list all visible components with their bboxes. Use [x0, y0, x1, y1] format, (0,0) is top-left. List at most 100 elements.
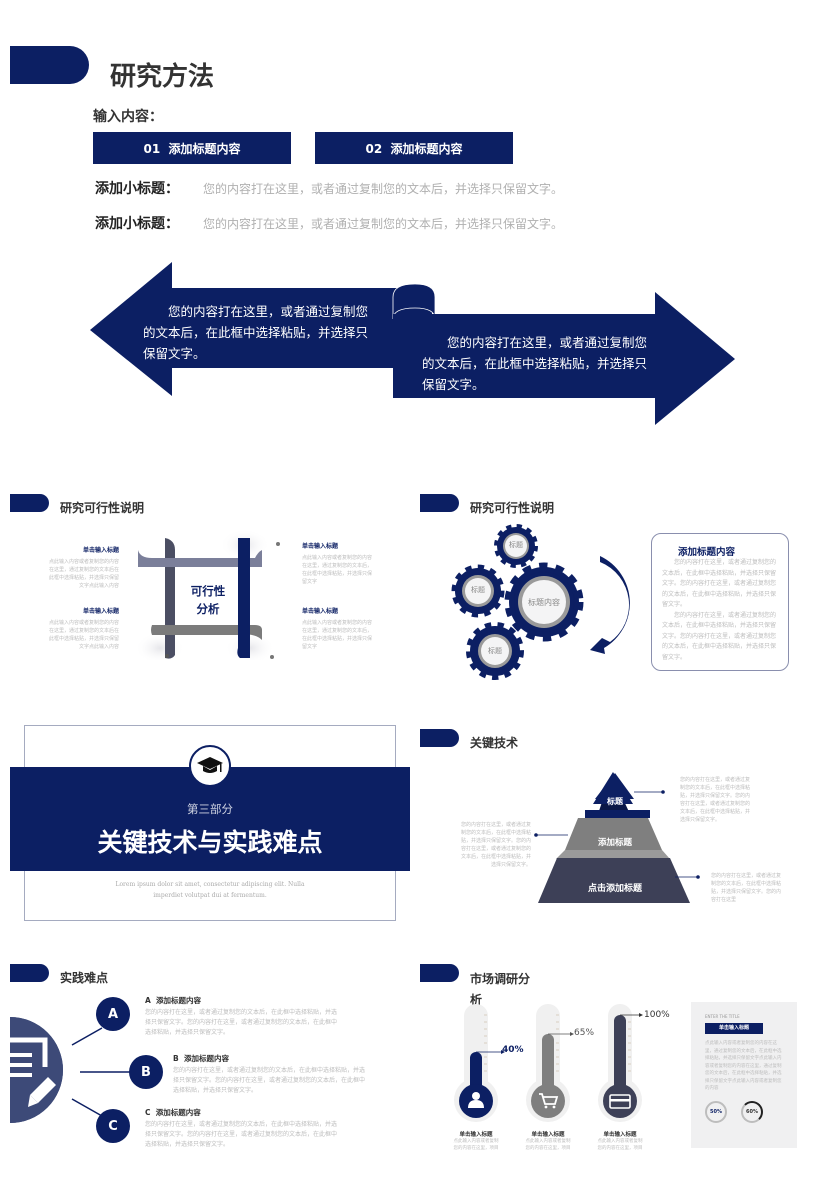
- section-tab-marker: [420, 729, 459, 747]
- pyramid-chart: [534, 772, 700, 903]
- thermometer-caption: 单击输入标题 点此输入内容或者复制您的内容在这里，项目: [452, 1130, 500, 1152]
- lorem-line-2: imperdiet volutpat dui at fermentum.: [153, 892, 267, 899]
- part-label: 第三部分: [187, 802, 233, 816]
- arrow-left-text: 您的内容打在这里，或者通过复制您的文本后，在此框中选择粘贴，并选择只保留文字。: [143, 304, 369, 361]
- thermometer-value: 65%: [574, 1028, 595, 1038]
- thermometer-caption: 单击输入标题 点此输入内容或者复制您的内容在这里，项目: [596, 1130, 644, 1152]
- section-tab-marker: [10, 964, 49, 982]
- caption-text: 点此输入内容或者复制您的内容在这里，项目: [525, 1139, 571, 1151]
- section-tab-marker: [420, 494, 459, 512]
- thermometer-caption: 单击输入标题 点此输入内容或者复制您的内容在这里，项目: [524, 1130, 572, 1152]
- difficulty-heading: C 添加标题内容: [145, 1108, 201, 1117]
- section-title: 市场调研分 析: [470, 969, 530, 1011]
- subtitle-text: 您的内容打在这里，或者通过复制您的文本后，并选择只保留文字。: [203, 216, 564, 231]
- pyramid-level-label: 添加标题: [597, 838, 632, 848]
- section-tab-marker: [10, 46, 89, 84]
- caption-heading: 单击输入标题: [531, 1132, 565, 1138]
- double-arrow-ribbon: [90, 262, 735, 425]
- cycle-arrow-icon: [590, 556, 630, 654]
- section-tab-marker: [10, 494, 49, 512]
- graduation-cap-icon: [197, 757, 223, 773]
- panel-text: 点此输入内容或者复制您的内容在这里，通过复制您的文本后，在此框中选择粘贴，并选择…: [705, 1041, 782, 1091]
- arrow-right-text: 您的内容打在这里，或者通过复制您的文本后，在此框中选择粘贴，并选择只保留文字。: [422, 335, 648, 392]
- progress-ring: 60%: [741, 1100, 763, 1123]
- info-panel: ENTER THE TITLE 单击输入标题 点此输入内容或者复制您的内容在这里…: [691, 1002, 797, 1148]
- subtitle-text: 您的内容打在这里，或者通过复制您的文本后，并选择只保留文字。: [203, 181, 564, 196]
- gear-icon: [494, 524, 538, 568]
- cover-title: 关键技术与实践难点: [97, 828, 323, 857]
- feature-item: 单击输入标题 点此输入内容或者复制您的内容在这里，通过复制您的文本后，在此框中选…: [302, 606, 376, 651]
- feasibility-frame-graphic: [135, 530, 280, 660]
- section-tab-marker: [420, 964, 459, 982]
- feature-item: 单击输入标题 点此输入内容或者复制您的内容在这里，通过复制您的文本后，在此框中选…: [302, 541, 376, 586]
- gear-label: 标题: [509, 541, 523, 549]
- difficulty-heading: B 添加标题内容: [173, 1054, 229, 1063]
- difficulty-heading: A 添加标题内容: [145, 996, 202, 1005]
- center-line-2: 分析: [196, 602, 220, 616]
- subtitle-label: 添加小标题：: [95, 216, 179, 232]
- info-box-text: 您的内容打在这里，或者通过复制您的文本后，在此框中选择粘贴，并选择只保留文字。您…: [662, 559, 777, 608]
- thermometer-value: 100%: [644, 1010, 670, 1020]
- feature-text: 点此输入内容或者复制您的内容在这里，通过复制您的文本后，在此框中选择粘贴，并选择…: [302, 555, 373, 585]
- content-button-01-label: 01 添加标题内容: [143, 141, 241, 156]
- difficulty-item: C 添加标题内容 您的内容打在这里，或者通过复制您的文本后，在此框中选择粘贴，并…: [145, 1107, 337, 1150]
- feature-heading: 单击输入标题: [82, 547, 119, 554]
- difficulty-item: B 添加标题内容 您的内容打在这里，或者通过复制您的文本后，在此框中选择粘贴，并…: [173, 1053, 365, 1096]
- feature-heading: 单击输入标题: [302, 543, 339, 550]
- feasibility-center-label: 可行性 分析: [178, 582, 238, 618]
- panel-rings: 50% 60%: [705, 1100, 783, 1123]
- section-title: 关键技术: [470, 736, 519, 750]
- gear-label: 标题内容: [528, 598, 560, 607]
- ring-value: 60%: [746, 1108, 758, 1115]
- feature-text: 点此输入内容或者复制您的内容在这里，通过复制您的文本后，在此框中选择粘贴，并选择…: [302, 620, 373, 650]
- caption-heading: 单击输入标题: [459, 1132, 493, 1138]
- feature-heading: 单击输入标题: [302, 608, 339, 615]
- title-line-1: 市场调研分: [470, 972, 531, 986]
- pyramid-level-label: 标题: [607, 797, 623, 806]
- item-letter: A: [107, 1006, 119, 1022]
- title-line-2: 析: [470, 993, 483, 1007]
- pyramid-note: 您的内容打在这里，或者通过复制您的文本后，在此框中选择粘贴，并选择只保留文字。您…: [680, 777, 751, 823]
- progress-ring: 50%: [705, 1100, 727, 1123]
- credit-card-icon: [609, 1094, 631, 1109]
- cart-icon: [539, 1093, 559, 1109]
- section-title: 实践难点: [60, 971, 109, 985]
- difficulty-item: A 添加标题内容 您的内容打在这里，或者通过复制您的文本后，在此框中选择粘贴，并…: [145, 995, 337, 1038]
- feature-heading: 单击输入标题: [82, 608, 119, 615]
- gear-icon: [504, 562, 584, 642]
- gear-icon: [466, 622, 524, 680]
- feature-text: 点此输入内容或者复制您的内容在这里，通过复制您的文本后在此框中选择粘贴，并选择只…: [48, 559, 119, 589]
- content-button-02[interactable]: 02 添加标题内容: [315, 132, 513, 164]
- info-box-title: 添加标题内容: [678, 547, 736, 558]
- subtitle-row: 添加小标题： 您的内容打在这里，或者通过复制您的文本后，并选择只保留文字。: [95, 178, 563, 198]
- difficulty-text: 您的内容打在这里，或者通过复制您的文本后，在此框中选择粘贴，并选择只保留文字。您…: [173, 1067, 366, 1094]
- feature-item: 单击输入标题 点此输入内容或者复制您的内容在这里，通过复制您的文本后在此框中选择…: [45, 606, 119, 651]
- panel-badge: 单击输入标题: [705, 1023, 763, 1034]
- feature-item: 单击输入标题 点此输入内容或者复制您的内容在这里，通过复制您的文本后在此框中选择…: [45, 545, 119, 590]
- caption-heading: 单击输入标题: [603, 1132, 637, 1138]
- subtitle-row: 添加小标题： 您的内容打在这里，或者通过复制您的文本后，并选择只保留文字。: [95, 213, 563, 233]
- lorem-line-1: Lorem ipsum dolor sit amet, consectetur …: [115, 881, 305, 888]
- item-letter-badge: B: [129, 1055, 163, 1089]
- difficulty-text: 您的内容打在这里，或者通过复制您的文本后，在此框中选择粘贴，并选择只保留文字。您…: [145, 1121, 338, 1148]
- gear-label: 标题: [471, 586, 485, 594]
- feature-text: 点此输入内容或者复制您的内容在这里，通过复制您的文本后在此框中选择粘贴，并选择只…: [48, 620, 119, 650]
- item-letter: B: [141, 1064, 151, 1080]
- center-line-1: 可行性: [190, 584, 226, 598]
- gears-graphic: [451, 524, 630, 680]
- subtitle-label: 添加小标题：: [95, 181, 179, 197]
- ring-value: 50%: [710, 1108, 722, 1115]
- input-label: 输入内容：: [93, 109, 163, 125]
- graduation-cap-badge: [189, 745, 231, 787]
- content-button-02-label: 02 添加标题内容: [365, 141, 463, 156]
- document-edit-icon: [10, 1037, 56, 1107]
- gear-icon: [451, 564, 505, 618]
- thermometer-value: 40%: [502, 1045, 524, 1055]
- pyramid-level-label: 点击添加标题: [587, 884, 642, 894]
- difficulty-text: 您的内容打在这里，或者通过复制您的文本后，在此框中选择粘贴，并选择只保留文字。您…: [145, 1009, 338, 1036]
- caption-text: 点此输入内容或者复制您的内容在这里，项目: [453, 1139, 499, 1151]
- hub-graphic: [10, 1017, 132, 1123]
- item-letter: C: [108, 1118, 118, 1134]
- info-box-text: 您的内容打在这里，或者通过复制您的文本后，在此框中选择粘贴，并选择只保留文字。您…: [662, 611, 777, 661]
- content-button-01[interactable]: 01 添加标题内容: [93, 132, 291, 164]
